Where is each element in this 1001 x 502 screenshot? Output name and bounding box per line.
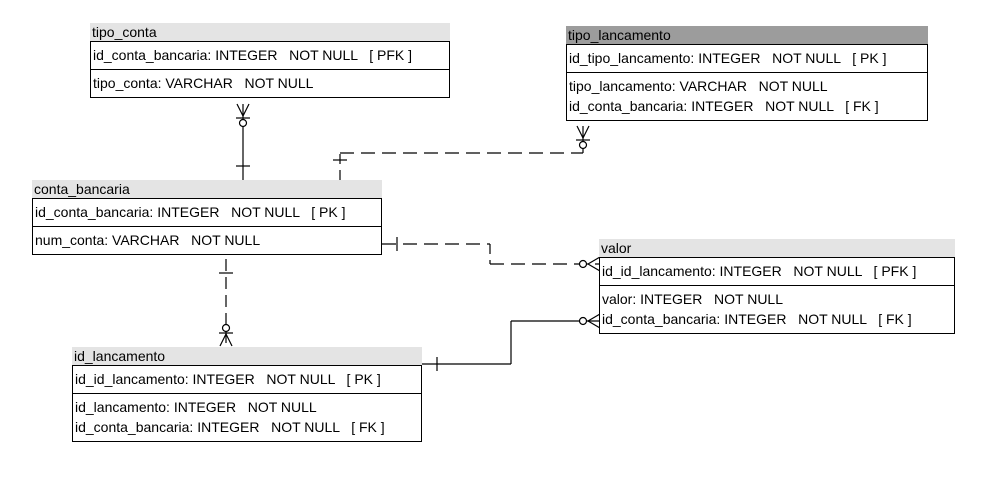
rel-id-lancamento-valor[interactable] [422,313,601,371]
entity-title: tipo_conta [90,23,450,41]
attribute-section: tipo_conta: VARCHAR NOT NULL [91,70,449,97]
entity-id-lancamento[interactable]: id_lancamento id_id_lancamento: INTEGER … [72,347,422,442]
attribute: id_conta_bancaria: INTEGER NOT NULL [ FK… [602,311,912,327]
pk-attribute: id_tipo_lancamento: INTEGER NOT NULL [ P… [569,50,887,66]
pk-attribute: id_conta_bancaria: INTEGER NOT NULL [ PF… [93,47,413,63]
entity-box: id_tipo_lancamento: INTEGER NOT NULL [ P… [566,44,928,121]
entity-tipo-conta[interactable]: tipo_conta id_conta_bancaria: INTEGER NO… [90,23,450,98]
attribute-section: valor: INTEGER NOT NULL id_conta_bancari… [600,286,954,333]
entity-box: id_id_lancamento: INTEGER NOT NULL [ PK … [72,365,422,442]
attribute: id_conta_bancaria: INTEGER NOT NULL [ FK… [569,98,879,114]
pk-section: id_conta_bancaria: INTEGER NOT NULL [ PK… [33,199,381,227]
entity-box: id_conta_bancaria: INTEGER NOT NULL [ PK… [32,198,382,255]
pk-section: id_id_lancamento: INTEGER NOT NULL [ PK … [73,366,421,394]
rel-conta-bancaria-id-lancamento[interactable] [219,259,233,347]
entity-conta-bancaria[interactable]: conta_bancaria id_conta_bancaria: INTEGE… [32,180,382,255]
attribute-section: tipo_lancamento: VARCHAR NOT NULL id_con… [567,73,927,120]
entity-title: conta_bancaria [32,180,382,198]
pk-section: id_id_lancamento: INTEGER NOT NULL [ PFK… [600,258,954,286]
rel-conta-bancaria-tipo-lancamento[interactable] [333,125,590,180]
rel-conta-bancaria-valor[interactable] [382,237,601,272]
entity-title: id_lancamento [72,347,422,365]
attribute: num_conta: VARCHAR NOT NULL [35,232,261,248]
rel-tipo-conta-conta-bancaria[interactable] [236,103,250,180]
entity-title: valor [599,239,955,257]
pk-attribute: id_id_lancamento: INTEGER NOT NULL [ PK … [75,371,381,387]
entity-box: id_id_lancamento: INTEGER NOT NULL [ PFK… [599,257,955,334]
attribute-section: num_conta: VARCHAR NOT NULL [33,227,381,254]
attribute-section: id_lancamento: INTEGER NOT NULL id_conta… [73,394,421,441]
attribute: tipo_conta: VARCHAR NOT NULL [93,75,314,91]
pk-section: id_tipo_lancamento: INTEGER NOT NULL [ P… [567,45,927,73]
entity-tipo-lancamento[interactable]: tipo_lancamento id_tipo_lancamento: INTE… [566,26,928,121]
pk-attribute: id_conta_bancaria: INTEGER NOT NULL [ PK… [35,204,346,220]
attribute: id_lancamento: INTEGER NOT NULL [75,399,317,415]
attribute: tipo_lancamento: VARCHAR NOT NULL [569,78,828,94]
entity-valor[interactable]: valor id_id_lancamento: INTEGER NOT NULL… [599,239,955,334]
entity-title: tipo_lancamento [566,26,928,44]
pk-attribute: id_id_lancamento: INTEGER NOT NULL [ PFK… [602,263,917,279]
attribute: id_conta_bancaria: INTEGER NOT NULL [ FK… [75,419,385,435]
pk-section: id_conta_bancaria: INTEGER NOT NULL [ PF… [91,42,449,70]
entity-box: id_conta_bancaria: INTEGER NOT NULL [ PF… [90,41,450,98]
attribute: valor: INTEGER NOT NULL [602,291,784,307]
